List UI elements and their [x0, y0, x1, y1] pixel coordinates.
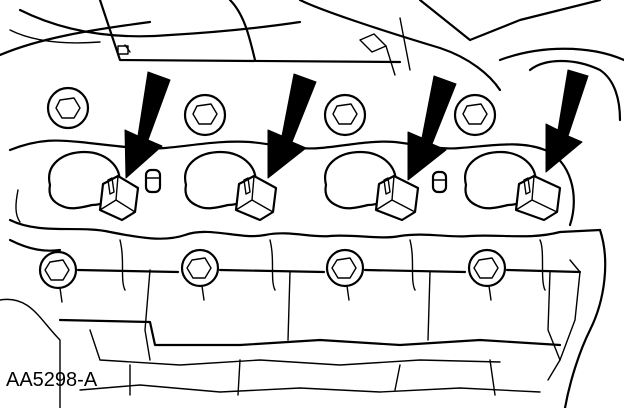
ignition-coil-icon: [48, 150, 140, 222]
pointer-arrow-icon: [545, 69, 589, 173]
hex-bolt-icon: [46, 86, 90, 130]
pointer-arrow-icon: [407, 75, 457, 181]
hex-bolt-icon: [453, 93, 497, 137]
valve-cover-outline: [8, 139, 602, 240]
upper-bolt-row: [46, 86, 497, 137]
hex-bolt-icon: [180, 248, 220, 301]
hex-bolt-icon: [38, 250, 78, 303]
ignition-coil-icon: [464, 150, 562, 222]
hex-bolt-icon: [467, 248, 507, 301]
ignition-coil-1: [48, 150, 140, 222]
ignition-coil-icon: [184, 150, 278, 222]
hex-bolt-icon: [183, 93, 227, 137]
ignition-coil-icon: [324, 150, 420, 222]
pointer-arrow-icon: [267, 73, 317, 179]
hex-bolt-icon: [323, 93, 367, 137]
pointer-arrows: [124, 69, 589, 181]
cover-studs: [144, 168, 448, 194]
ignition-coil-2: [184, 150, 278, 222]
lower-manifold-structure: [0, 228, 607, 408]
hex-bolt-icon: [325, 248, 365, 301]
ignition-coil-4: [464, 150, 562, 222]
ignition-coil-3: [324, 150, 420, 222]
lower-bolt-row: [38, 248, 507, 303]
pointer-arrow-icon: [124, 71, 171, 179]
upper-engine-structure: [0, 0, 624, 122]
figure-reference-code: AA5298-A: [6, 369, 98, 391]
